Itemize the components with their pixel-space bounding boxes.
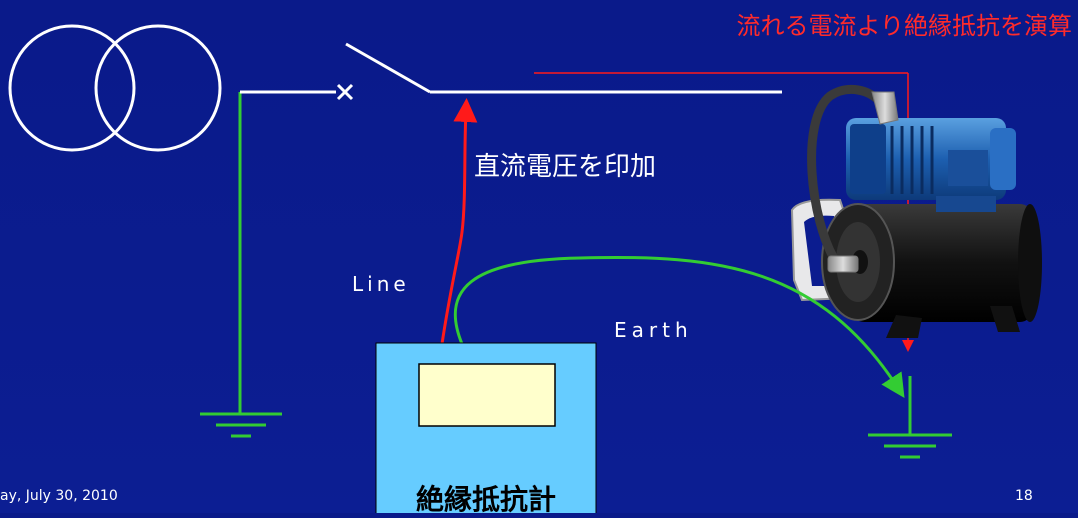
tester-label: 絶縁抵抗計 (415, 483, 556, 516)
pump-motor (790, 84, 1042, 338)
line-label: Line (352, 272, 410, 296)
transformer-symbol (8, 24, 222, 152)
pump-ground (868, 376, 952, 459)
earth-lead (453, 255, 905, 399)
line-lead (440, 98, 478, 345)
slide-title: 流れる電流より絶縁抵抗を演算 (736, 12, 1072, 40)
main-circuit-wire (240, 42, 782, 101)
open-switch (345, 42, 431, 94)
earth-label: Earth (614, 318, 693, 342)
footer-date: ay, July 30, 2010 (0, 488, 118, 504)
tester-display (418, 363, 556, 427)
page-number: 18 (1015, 488, 1033, 504)
transformer-ground (200, 92, 282, 438)
insulation-tester (375, 342, 597, 513)
apply-dc-voltage-label: 直流電圧を印加 (474, 152, 657, 182)
